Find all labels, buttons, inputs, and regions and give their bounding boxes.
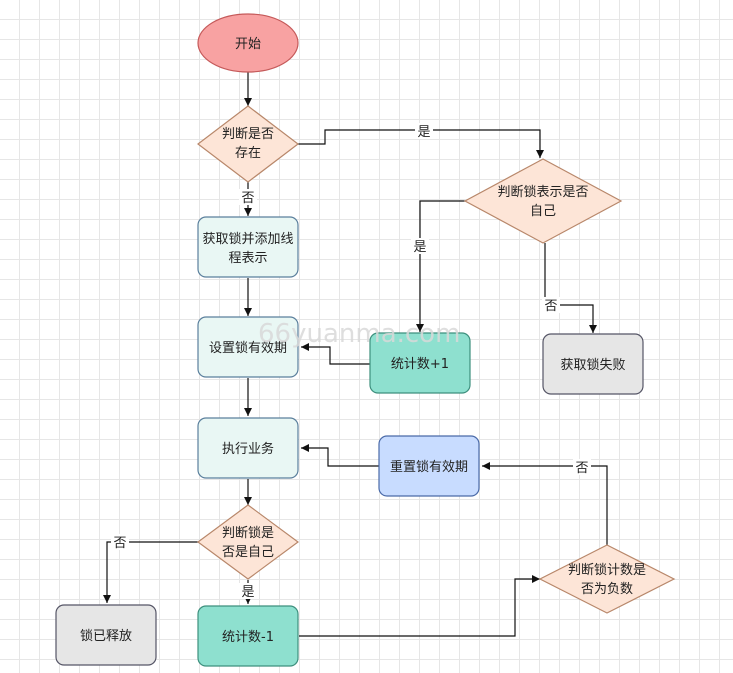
count-minus-label: 统计数-1 [222, 630, 274, 645]
node-released[interactable]: 锁已释放 [55, 604, 157, 666]
acquire-fail-label: 获取锁失败 [560, 357, 625, 373]
edge-check-exists-yes [298, 129, 544, 158]
check-lock-self-shape [196, 504, 300, 580]
check-negative-label-line1: 判断锁计数是 [568, 562, 646, 578]
check-exists-label-line1: 判断是否 [222, 127, 274, 142]
watermark-text: 66yuanma.com [258, 319, 460, 349]
check-exists-shape [197, 105, 299, 183]
reset-expiry-label: 重置锁有效期 [390, 459, 468, 475]
check-negative-shape [538, 544, 676, 614]
execute-label: 执行业务 [222, 441, 274, 457]
label-negative-no: 否 [575, 461, 588, 476]
label-lock-self-no: 否 [113, 536, 126, 551]
node-execute[interactable]: 执行业务 [197, 417, 299, 479]
edge-count-plus-to-set-expiry [301, 343, 370, 365]
label-self-no: 否 [544, 299, 557, 314]
node-reset-expiry[interactable]: 重置锁有效期 [378, 435, 480, 497]
edges [103, 72, 608, 637]
acquire-fail-shape [542, 333, 644, 395]
check-is-self-shape [463, 158, 623, 244]
count-plus-label: 统计数+1 [391, 357, 449, 372]
set-expiry-label: 设置锁有效期 [209, 340, 287, 356]
edge-check-self-yes [416, 200, 465, 332]
node-acquire-fail[interactable]: 获取锁失败 [542, 333, 644, 395]
edge-check-lock-self-no [103, 541, 198, 603]
acquire-lock-label-line1: 获取锁并添加线 [202, 231, 293, 247]
released-label: 锁已释放 [80, 628, 132, 644]
released-shape [55, 604, 157, 666]
node-count-plus[interactable]: 统计数+1 [369, 332, 471, 394]
check-negative-label-line2: 否为负数 [581, 582, 633, 597]
node-check-is-self[interactable]: 判断锁表示是否 自己 [463, 158, 623, 244]
label-exists-no: 否 [241, 191, 254, 206]
label-lock-self-yes: 是 [241, 585, 254, 600]
node-set-expiry[interactable]: 设置锁有效期 [197, 316, 299, 378]
nodes: 开始 判断是否 存在 获取锁并添加线 程表示 判断锁表示是否 自己 [55, 13, 676, 667]
reset-expiry-shape [378, 435, 480, 497]
edge-check-negative-no [482, 462, 608, 545]
edge-labels: 是 否 是 否 否 是 否 [111, 123, 591, 600]
set-expiry-shape [197, 316, 299, 378]
node-check-lock-self[interactable]: 判断锁是 否是自己 [196, 504, 300, 580]
node-check-negative[interactable]: 判断锁计数是 否为负数 [538, 544, 676, 614]
edge-count-minus-to-check-negative [299, 575, 540, 637]
label-self-yes: 是 [413, 240, 426, 255]
node-check-exists[interactable]: 判断是否 存在 [197, 105, 299, 183]
label-exists-yes: 是 [417, 125, 430, 140]
start-shape [197, 13, 299, 73]
check-is-self-label-line1: 判断锁表示是否 [497, 184, 588, 200]
check-exists-label-line2: 存在 [235, 146, 261, 161]
check-lock-self-label-line2: 否是自己 [222, 545, 274, 560]
execute-shape [197, 417, 299, 479]
acquire-lock-shape [197, 216, 299, 278]
edge-reset-to-execute [301, 444, 379, 467]
count-plus-shape [369, 332, 471, 394]
node-start[interactable]: 开始 [197, 13, 299, 73]
check-lock-self-label-line1: 判断锁是 [222, 525, 274, 541]
node-count-minus[interactable]: 统计数-1 [197, 605, 299, 667]
count-minus-shape [197, 605, 299, 667]
check-is-self-label-line2: 自己 [530, 204, 556, 219]
edge-check-self-no [544, 243, 597, 333]
acquire-lock-label-line2: 程表示 [228, 251, 267, 266]
start-label: 开始 [235, 37, 261, 52]
node-acquire-lock[interactable]: 获取锁并添加线 程表示 [197, 216, 299, 278]
